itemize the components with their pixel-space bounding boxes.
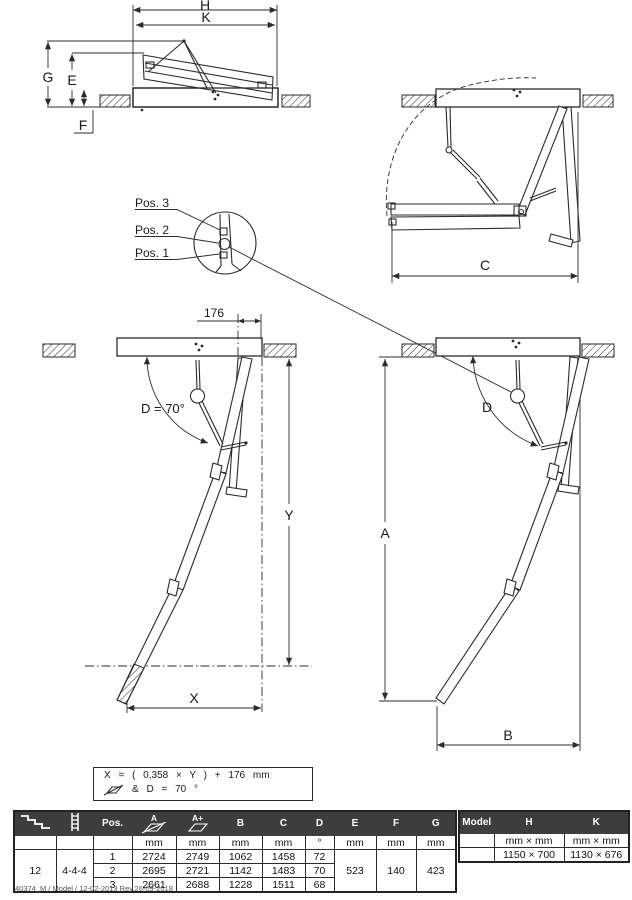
value-cell-e: 523 (333, 849, 377, 893)
formula-line1: X = ( 0,358 × Y ) + 176 mm (104, 770, 270, 781)
unit-cell: mm (375, 835, 417, 850)
value-cell-h: 1150 × 700 (493, 847, 565, 863)
unit-cell: mm (218, 835, 263, 850)
angle-label: D = 70° (141, 401, 185, 416)
value-cell: 2721 (175, 863, 220, 878)
unit-cell (92, 835, 133, 850)
formula-box: X = ( 0,358 × Y ) + 176 mm & D = 70 ° (93, 767, 313, 801)
col-header-c: C (261, 810, 306, 836)
pos2-marker (218, 237, 231, 251)
dim-label-y: Y (284, 507, 294, 523)
col-header-e: E (333, 810, 377, 836)
dim-label-176: 176 (204, 306, 224, 320)
floor-plane-strike-icon (141, 821, 167, 833)
detail-circle: Pos. 3 Pos. 2 Pos. 1 (135, 196, 512, 393)
dim-label-h: H (200, 0, 210, 13)
col-header-d: D (304, 810, 335, 836)
steps-count-cell: 12 (13, 849, 57, 893)
value-cell: 70 (304, 863, 335, 878)
dim-label-b: B (503, 727, 512, 743)
value-cell-g: 423 (415, 849, 457, 893)
col-header-a: A (131, 810, 177, 836)
dim-label-g: G (43, 69, 54, 85)
technical-drawing: H K G E F (42, 0, 615, 751)
col-header-b: B (218, 810, 263, 836)
col-header-g: G (415, 810, 457, 836)
dim-label-a: A (380, 525, 390, 541)
unit-cell (458, 833, 495, 848)
unit-cell: mm (415, 835, 457, 850)
table-header-row: Model H K (458, 810, 630, 834)
dim-label-x: X (189, 690, 199, 706)
col-header-k: K (563, 810, 630, 834)
value-cell: 2661 (131, 877, 177, 893)
dim-label-k: K (201, 9, 211, 25)
detail-leader-line (228, 246, 512, 393)
extended-ladder-diagram-xy: 176 Y X D = 70° (42, 306, 312, 713)
value-cell: 68 (304, 877, 335, 893)
col-header-h: H (493, 810, 565, 834)
unit-cell (55, 835, 94, 850)
ladder-icon (70, 813, 79, 831)
table-header-row: Pos. A A+ B C D E F G (13, 810, 457, 836)
value-cell: 2724 (131, 849, 177, 864)
value-cell: 2688 (175, 877, 220, 893)
unit-cell: mm × mm (493, 833, 565, 848)
pos-cell: 1 (92, 849, 133, 864)
unit-cell: mm (261, 835, 306, 850)
unit-cell: mm (175, 835, 220, 850)
dim-label-d: D (482, 399, 492, 415)
table-row: 12 4-4-4 1 2724 2749 1062 1458 72 523 14… (13, 849, 457, 893)
pos3-marker (219, 227, 228, 236)
value-cell: 1228 (218, 877, 263, 893)
formula-line2: & D = 70 ° (132, 784, 198, 795)
dim-label-e: E (67, 72, 76, 88)
spec-table-left: Pos. A A+ B C D E F G (13, 810, 457, 893)
unit-cell (13, 835, 57, 850)
folded-ladder-diagram: H K G E F (43, 0, 311, 134)
floor-plane-icon (104, 784, 124, 796)
extended-ladder-diagram-ab: A B D (379, 337, 615, 751)
table-row: 3 2661 2688 1228 1511 68 (14, 877, 456, 893)
unit-cell: mm (333, 835, 377, 850)
opening-ladder-diagram: C (385, 77, 614, 283)
unit-cell: ° (304, 835, 335, 850)
model-cell (458, 847, 495, 863)
pos-cell: 2 (92, 863, 133, 878)
units-row: mm × mm mm × mm (458, 833, 630, 848)
stairs-icon (21, 814, 51, 829)
col-header-a-letter: A (150, 812, 158, 823)
value-cell-k: 1130 × 676 (563, 847, 630, 863)
value-cell: 1511 (261, 877, 306, 893)
value-cell: 2749 (175, 849, 220, 864)
dim-label-c: C (480, 257, 490, 273)
spec-table-right: Model H K mm × mm mm × mm 1150 × 700 113… (458, 810, 630, 863)
floor-plane-icon (187, 822, 208, 832)
value-cell: 1142 (218, 863, 263, 878)
value-cell-f: 140 (375, 849, 417, 893)
col-header-stairs (13, 810, 57, 836)
unit-cell: mm × mm (563, 833, 630, 848)
pos2-label: Pos. 2 (135, 223, 169, 237)
col-header-pos: Pos. (92, 810, 133, 836)
col-header-f: F (375, 810, 417, 836)
col-header-aplus-letter: A+ (191, 812, 204, 823)
value-cell: 1458 (261, 849, 306, 864)
pos1-marker (219, 251, 228, 259)
col-header-ladder (55, 810, 94, 836)
table-row: 1150 × 700 1130 × 676 (458, 847, 630, 863)
pos1-label: Pos. 1 (135, 246, 169, 260)
unit-cell: mm (131, 835, 177, 850)
value-cell: 1483 (261, 863, 306, 878)
col-header-model: Model (458, 810, 495, 834)
pos3-label: Pos. 3 (135, 196, 169, 210)
col-header-aplus: A+ (175, 810, 220, 836)
value-cell: 2695 (131, 863, 177, 878)
units-row: mm mm mm mm ° mm mm mm (13, 835, 457, 850)
value-cell: 1062 (218, 849, 263, 864)
doc-reference: 40374_M / Model / 12-02-2013 Rev.26-09-2… (15, 884, 173, 893)
table-row: 2 2695 2721 1142 1483 70 (14, 863, 456, 878)
dim-label-f: F (79, 117, 88, 133)
value-cell: 72 (304, 849, 335, 864)
